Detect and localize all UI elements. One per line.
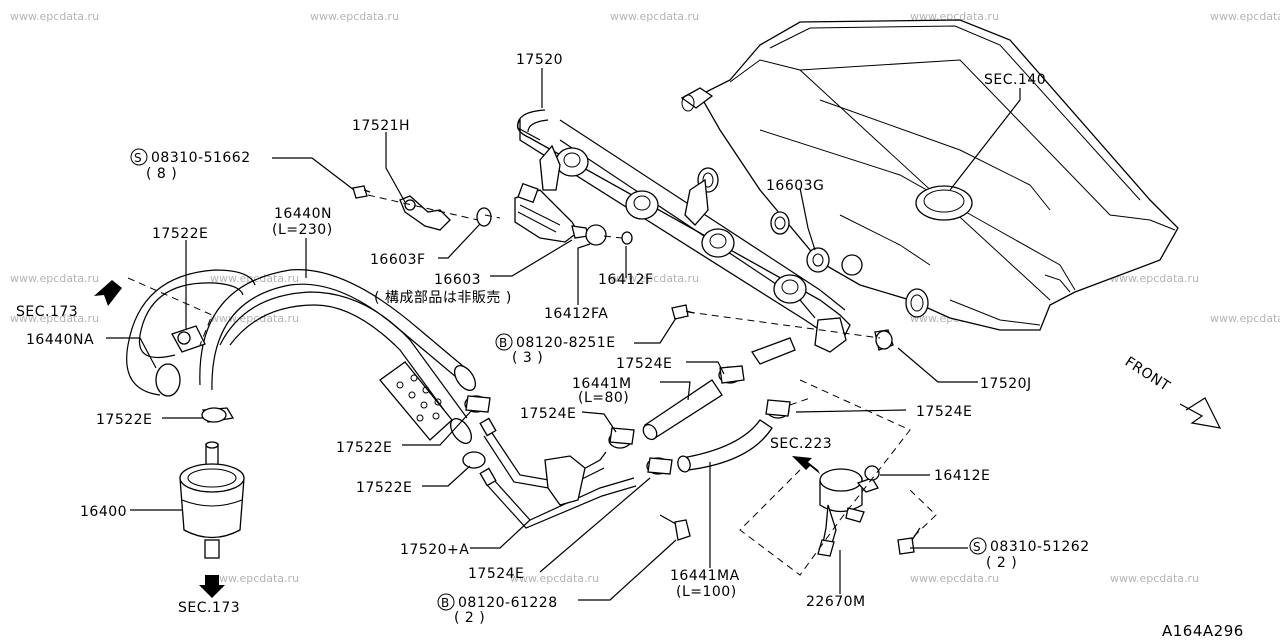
label-17522e-hose: 17522E (336, 440, 392, 456)
screw-symbol-letter: S (973, 540, 981, 554)
bolt-symbol-letter: B (499, 336, 507, 350)
dashed-leader-lines (127, 214, 937, 576)
watermark: www.epcdata.ru (10, 312, 99, 325)
screw-symbol-icon (130, 148, 148, 166)
arrow-down-left-icon (94, 280, 122, 306)
label-sec173-bottom: SEC.173 (178, 600, 240, 616)
watermark: www.epcdata.ru (10, 272, 99, 285)
label-bolt-08120-8251e: 08120-8251E (516, 335, 616, 351)
watermark: www.epcdata.ru (210, 572, 299, 585)
arrow-left-icon (792, 456, 820, 474)
clamps-17524e-illustration (462, 365, 791, 475)
front-arrow-icon (1179, 397, 1222, 429)
bolt-b-08120-8251e-group: B 08120-8251E ( 3 ) (495, 333, 616, 366)
clip-17521h-illustration (352, 185, 479, 231)
watermark: www.epcdata.ru (210, 272, 299, 285)
label-bolt-08120-8251e-qty: ( 3 ) (512, 350, 543, 366)
label-16603-note: ( 構成部品は非販売 ) (374, 290, 512, 306)
label-16441m: 16441M (572, 376, 632, 392)
bolt-symbol-letter: B (441, 596, 449, 610)
figure-code: A164A296 (1162, 622, 1244, 640)
label-sec140: SEC.140 (984, 72, 1046, 88)
label-17524e-d: 17524E (468, 566, 524, 582)
watermark: www.epcdata.ru (510, 572, 599, 585)
label-17520a: 17520+A (400, 542, 469, 558)
bolt-symbol-icon (437, 593, 455, 611)
watermark: www.epcdata.ru (610, 10, 699, 23)
label-17520j: 17520J (980, 376, 1032, 392)
label-16441ma: 16441MA (670, 568, 740, 584)
label-16412e: 16412E (934, 468, 990, 484)
label-16603f: 16603F (370, 252, 426, 268)
fuel-filter-illustration (179, 441, 245, 559)
arrows (94, 280, 1222, 598)
watermark: www.epcdata.ru (210, 312, 299, 325)
label-16441ma-length: (L=100) (676, 584, 737, 600)
injector-illustration (476, 182, 863, 276)
watermark: www.epcdata.ru (1210, 10, 1280, 23)
label-22670m: 22670M (806, 594, 866, 610)
label-16603g: 16603G (766, 178, 824, 194)
oil-filler-cap-icon (915, 185, 973, 221)
label-bolt-08120-61228-qty: ( 2 ) (454, 610, 485, 626)
label-sec223: SEC.223 (770, 436, 832, 452)
fuel-rail-illustration (516, 109, 851, 365)
label-17521h: 17521H (352, 118, 410, 134)
label-bolt-08120-61228: 08120-61228 (458, 595, 558, 611)
bolt-symbol-icon (495, 333, 513, 351)
screw-symbol-letter: S (134, 151, 142, 165)
label-16412f: 16412F (598, 272, 654, 288)
watermark: www.epcdata.ru (610, 272, 699, 285)
watermark: www.epcdata.ru (910, 572, 999, 585)
hoses-16441-illustration (642, 379, 773, 473)
label-sec173-top: SEC.173 (16, 304, 78, 320)
o-ring-16603f (476, 207, 492, 227)
pressure-regulator-illustration (817, 465, 880, 557)
watermark: www.epcdata.ru (1210, 312, 1280, 325)
fuel-tube-17520a-illustration (479, 417, 637, 529)
label-16440na: 16440NA (26, 332, 94, 348)
watermark: www.epcdata.ru (310, 10, 399, 23)
watermark: www.epcdata.ru (10, 10, 99, 23)
label-16603: 16603 (434, 272, 481, 288)
watermark: www.epcdata.ru (1110, 572, 1199, 585)
label-17522e-mid: 17522E (96, 412, 152, 428)
label-16441m-length: (L=80) (578, 390, 629, 406)
label-bolt-08310-51662: 08310-51662 (151, 150, 251, 166)
label-bolt-08310-51262-qty: ( 2 ) (986, 555, 1017, 571)
label-17524e-c: 17524E (916, 404, 972, 420)
label-17520: 17520 (516, 52, 563, 68)
watermark: www.epcdata.ru (1110, 272, 1199, 285)
label-17524e-a: 17524E (616, 356, 672, 372)
label-16412fa: 16412FA (544, 306, 608, 322)
bolt-s-08310-51262-group: S 08310-51262 ( 2 ) (969, 537, 1090, 571)
label-front: FRONT (1122, 354, 1173, 395)
leader-lines (106, 68, 1021, 601)
label-16400: 16400 (80, 504, 127, 520)
bolt-b-08120-61228-group: B 08120-61228 ( 2 ) (437, 593, 558, 626)
label-bolt-08310-51662-qty: ( 8 ) (146, 166, 177, 182)
label-bolt-08310-51262: 08310-51262 (990, 539, 1090, 555)
arrow-down-icon (199, 575, 225, 598)
label-16440n: 16440N (274, 206, 332, 222)
bolt-s-08310-51662-group: S 08310-51662 ( 8 ) (130, 148, 251, 182)
label-17524e-b: 17524E (520, 406, 576, 422)
label-17522e-low: 17522E (356, 480, 412, 496)
screw-symbol-icon (969, 537, 987, 555)
hose-illustrations (126, 269, 477, 445)
label-17522e-top: 17522E (152, 226, 208, 242)
label-16440n-length: (L=230) (272, 222, 333, 238)
